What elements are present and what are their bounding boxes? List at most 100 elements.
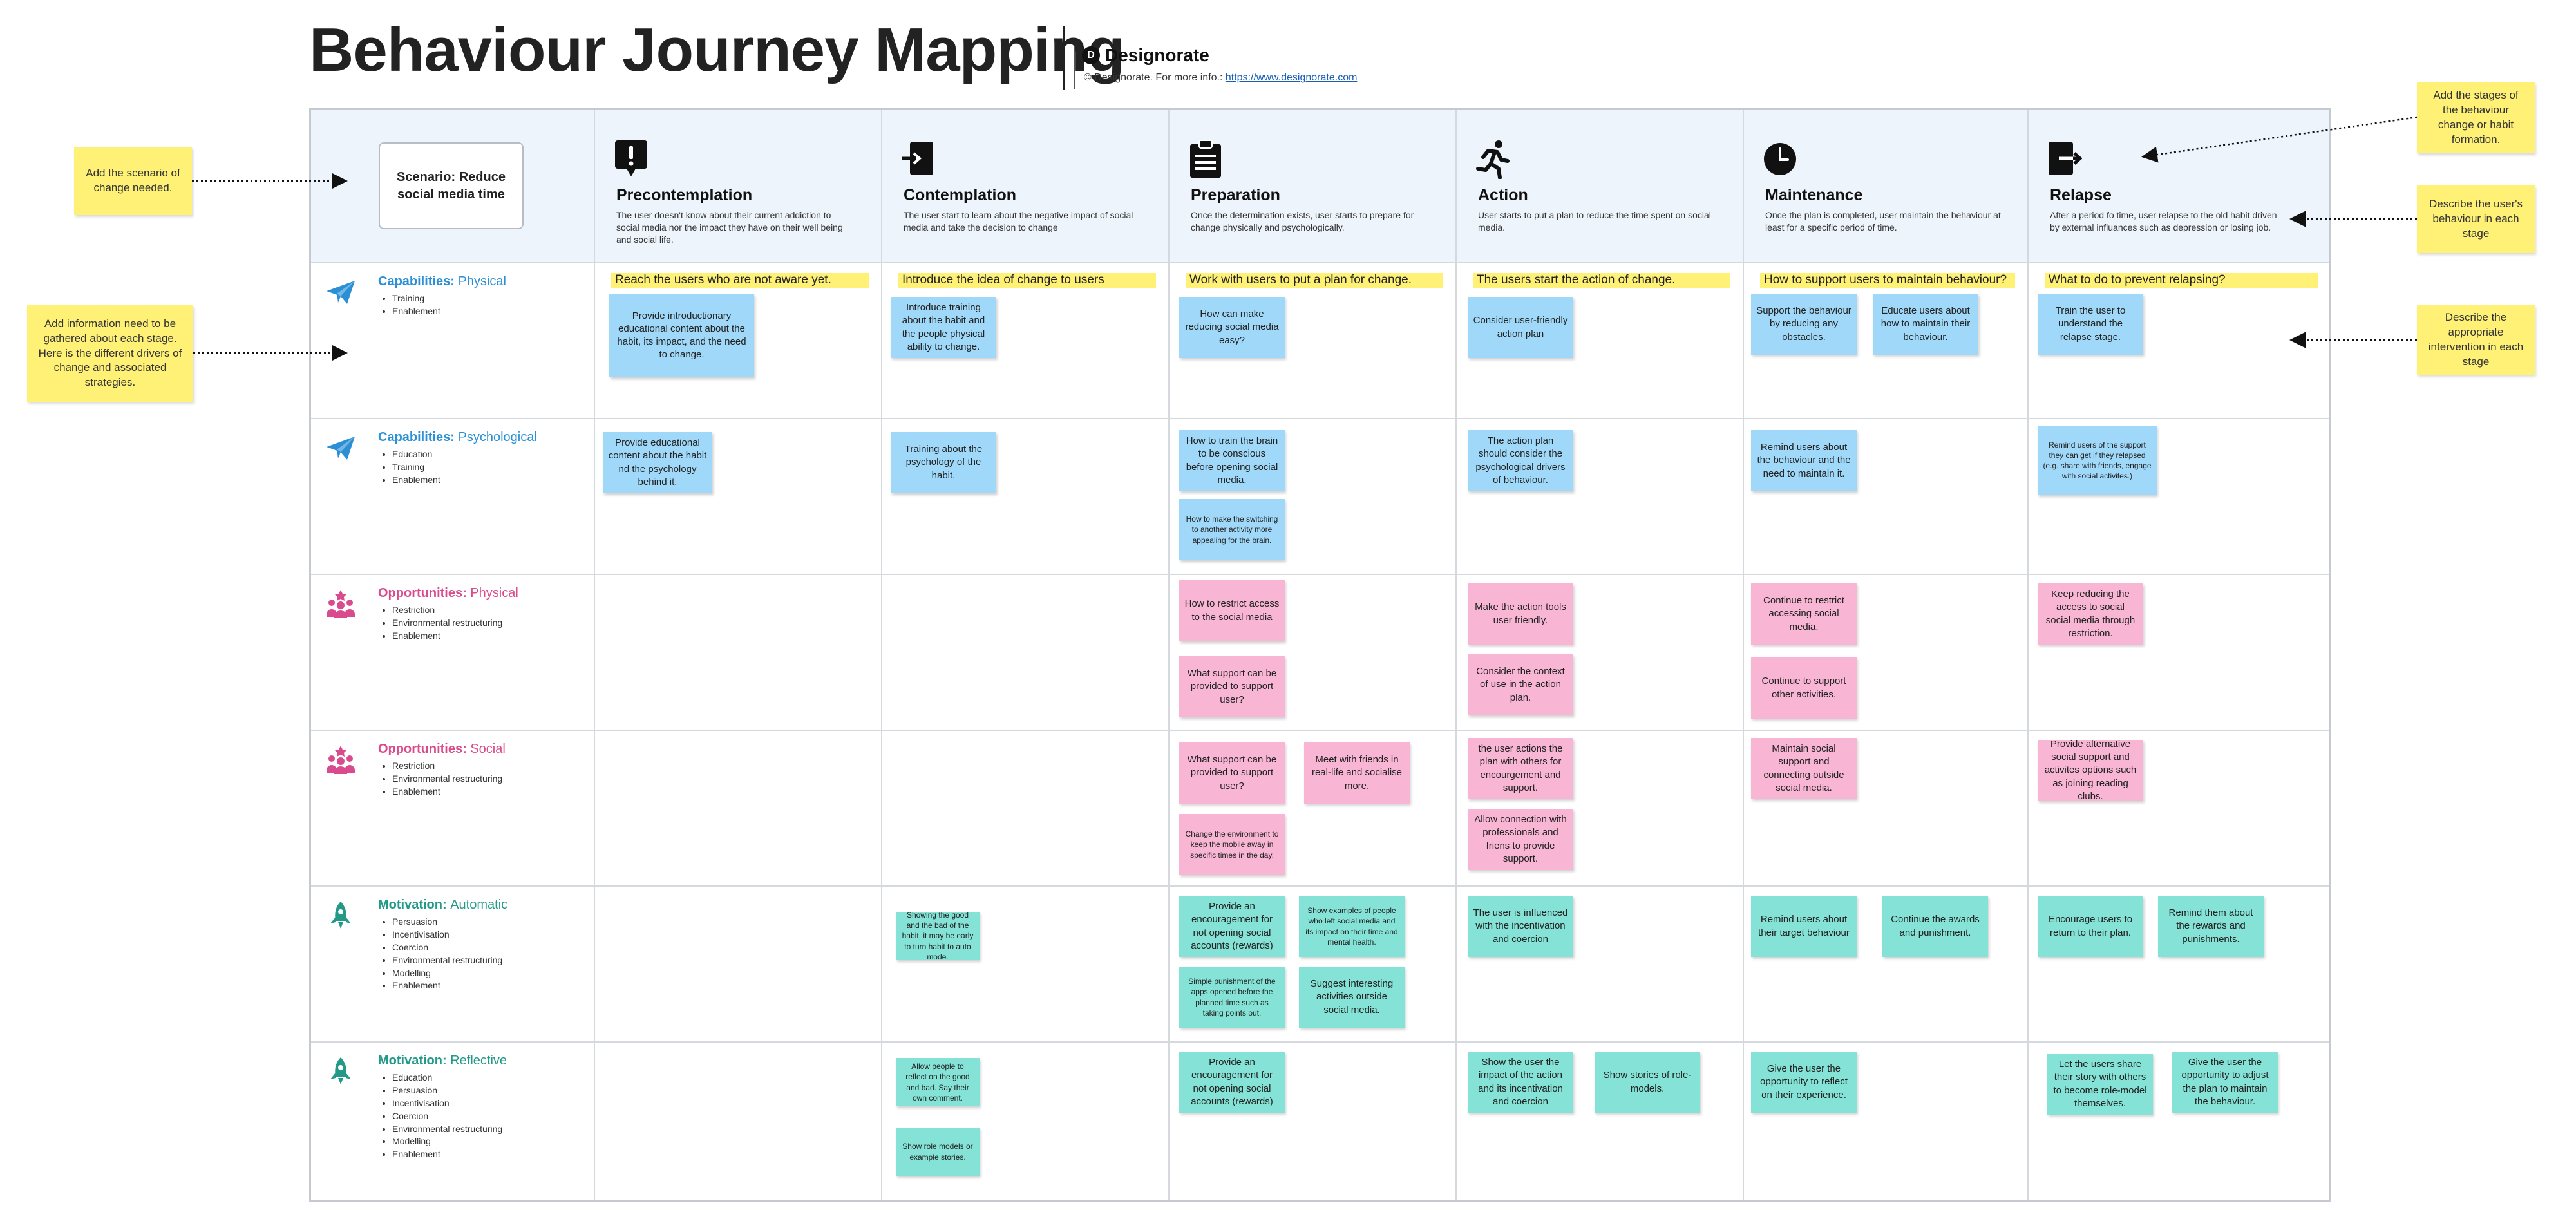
- page-title: Behaviour Journey Mapping: [309, 15, 1125, 84]
- column-divider: [881, 110, 882, 1200]
- sticky-note[interactable]: Meet with friends in real-life and socia…: [1304, 742, 1410, 804]
- stage-description: Once the determination exists, user star…: [1191, 210, 1414, 232]
- sticky-note[interactable]: What support can be provided to support …: [1179, 656, 1285, 717]
- stage-name: Maintenance: [1765, 186, 1863, 204]
- sticky-note[interactable]: Provide educational content about the ha…: [603, 432, 712, 493]
- sticky-note[interactable]: Introduce training about the habit and t…: [891, 297, 996, 358]
- clipboard-icon: [1188, 139, 1223, 179]
- sticky-note[interactable]: Remind users about the behaviour and the…: [1751, 430, 1857, 491]
- enter-icon: [901, 139, 936, 179]
- sticky-note[interactable]: Allow people to reflect on the good and …: [896, 1058, 980, 1106]
- stage-goal: How to support users to maintain behavio…: [1760, 273, 2015, 288]
- stage-description: After a period fo time, user relapse to …: [2050, 210, 2277, 232]
- rocket-icon: [325, 1056, 356, 1087]
- annotation-scenario: Add the scenario of change needed.: [74, 147, 192, 215]
- scenario-card[interactable]: Scenario: Reduce social media time: [379, 142, 524, 229]
- sticky-note[interactable]: Show examples of people who left social …: [1299, 896, 1405, 957]
- sticky-note[interactable]: Allow connection with professionals and …: [1468, 809, 1573, 870]
- stage-goal: Introduce the idea of change to users: [898, 273, 1156, 288]
- column-divider: [594, 110, 595, 1200]
- sticky-note[interactable]: Show stories of role-models.: [1595, 1052, 1700, 1113]
- sticky-note[interactable]: Change the environment to keep the mobil…: [1179, 814, 1285, 875]
- row-title-main: Opportunities:: [378, 742, 467, 756]
- stage-name: Precontemplation: [616, 186, 753, 204]
- sticky-note[interactable]: How to restrict access to the social med…: [1179, 580, 1285, 641]
- row-header: Opportunities: SocialRestrictionEnvironm…: [311, 730, 594, 886]
- sticky-note[interactable]: Encourage users to return to their plan.: [2038, 896, 2143, 957]
- copyright-text: © Designorate. For more info.:: [1084, 72, 1226, 83]
- sticky-note[interactable]: Provide alternative social support and a…: [2038, 740, 2143, 801]
- sticky-note[interactable]: Provide an encouragement for not opening…: [1179, 896, 1285, 957]
- sticky-note[interactable]: Support the behaviour by reducing any ob…: [1751, 294, 1857, 355]
- sticky-note[interactable]: Give the user the opportunity to reflect…: [1751, 1052, 1857, 1113]
- sticky-note[interactable]: Consider user-friendly action plan: [1468, 297, 1573, 358]
- sticky-note[interactable]: Maintain social support and connecting o…: [1751, 738, 1857, 799]
- strategy-item: Modelling: [392, 1135, 502, 1148]
- brand-logo-icon: D: [1082, 46, 1100, 64]
- row-divider: [311, 262, 2329, 263]
- sticky-note[interactable]: the user actions the plan with others fo…: [1468, 738, 1573, 799]
- sticky-note[interactable]: Simple punishment of the apps opened bef…: [1179, 967, 1285, 1028]
- sticky-note[interactable]: Make the action tools user friendly.: [1468, 583, 1573, 645]
- strategy-item: Education: [392, 448, 440, 461]
- row-title: Capabilities: Physical: [378, 274, 506, 289]
- sticky-note[interactable]: Training about the psychology of the hab…: [891, 432, 996, 493]
- sticky-note[interactable]: Suggest interesting activities outside s…: [1299, 967, 1405, 1028]
- row-header: Capabilities: PhysicalTrainingEnablement: [311, 263, 594, 419]
- sticky-note[interactable]: Give the user the opportunity to adjust …: [2172, 1052, 2278, 1113]
- sticky-note[interactable]: Continue to support other activities.: [1751, 657, 1857, 719]
- sticky-note[interactable]: Showing the good and the bad of the habi…: [896, 912, 980, 960]
- sticky-note[interactable]: The action plan should consider the psyc…: [1468, 430, 1573, 491]
- row-title-main: Motivation:: [378, 1054, 447, 1068]
- sticky-note[interactable]: Let the users share their story with oth…: [2047, 1054, 2153, 1115]
- sticky-note[interactable]: Provide introductionary educational cont…: [609, 294, 754, 377]
- sticky-note[interactable]: How can make reducing social media easy?: [1179, 297, 1285, 358]
- row-title-sub: Physical: [458, 274, 506, 288]
- row-title-main: Opportunities:: [378, 586, 467, 600]
- stage-goal: Work with users to put a plan for change…: [1186, 273, 1443, 288]
- stage-name: Action: [1478, 186, 1528, 204]
- sticky-note[interactable]: Continue to restrict accessing social me…: [1751, 583, 1857, 645]
- sticky-note[interactable]: Provide an encouragement for not opening…: [1179, 1052, 1285, 1113]
- row-title-main: Capabilities:: [378, 430, 455, 444]
- sticky-note[interactable]: The user is influenced with the incentiv…: [1468, 896, 1573, 957]
- stage-name: Contemplation: [904, 186, 1016, 204]
- sticky-note[interactable]: How to train the brain to be conscious b…: [1179, 430, 1285, 491]
- row-title-sub: Reflective: [450, 1054, 507, 1068]
- annotation-drivers: Add information need to be gathered abou…: [27, 305, 193, 402]
- row-title-sub: Social: [470, 742, 506, 756]
- strategy-item: Coercion: [392, 941, 502, 954]
- brand-divider: [1074, 46, 1075, 89]
- sticky-note[interactable]: Show the user the impact of the action a…: [1468, 1052, 1573, 1113]
- sticky-note[interactable]: Show role models or example stories.: [896, 1128, 980, 1176]
- strategy-item: Modelling: [392, 967, 502, 980]
- sticky-note[interactable]: Train the user to understand the relapse…: [2038, 294, 2143, 355]
- sticky-note[interactable]: Remind users of the support they can get…: [2038, 426, 2157, 495]
- title-divider: [1063, 26, 1065, 90]
- alert-icon: [614, 139, 649, 179]
- clock-icon: [1763, 139, 1797, 179]
- sticky-note[interactable]: Keep reducing the access to social socia…: [2038, 583, 2143, 645]
- sticky-note[interactable]: How to make the switching to another act…: [1179, 499, 1285, 560]
- column-divider: [1168, 110, 1170, 1200]
- row-title-sub: Automatic: [450, 898, 508, 912]
- stage-description: User starts to put a plan to reduce the …: [1478, 210, 1711, 232]
- sticky-note[interactable]: Educate users about how to maintain thei…: [1873, 294, 1978, 355]
- strategy-item: Incentivisation: [392, 1097, 502, 1110]
- stage-header-band: [311, 110, 2329, 263]
- sticky-note[interactable]: Remind users about their target behaviou…: [1751, 896, 1857, 957]
- strategy-item: Coercion: [392, 1110, 502, 1123]
- sticky-note[interactable]: Continue the awards and punishment.: [1882, 896, 1988, 957]
- strategy-item: Persuasion: [392, 1084, 502, 1097]
- strategy-item: Restriction: [392, 604, 502, 617]
- strategy-item: Restriction: [392, 760, 502, 773]
- sticky-note[interactable]: Remind them about the rewards and punish…: [2158, 896, 2264, 957]
- strategy-item: Environmental restructuring: [392, 617, 502, 630]
- people-icon: [325, 589, 356, 619]
- sticky-note[interactable]: What support can be provided to support …: [1179, 742, 1285, 804]
- row-divider: [311, 574, 2329, 575]
- website-link[interactable]: https://www.designorate.com: [1225, 72, 1358, 83]
- sticky-note[interactable]: Consider the context of use in the actio…: [1468, 654, 1573, 715]
